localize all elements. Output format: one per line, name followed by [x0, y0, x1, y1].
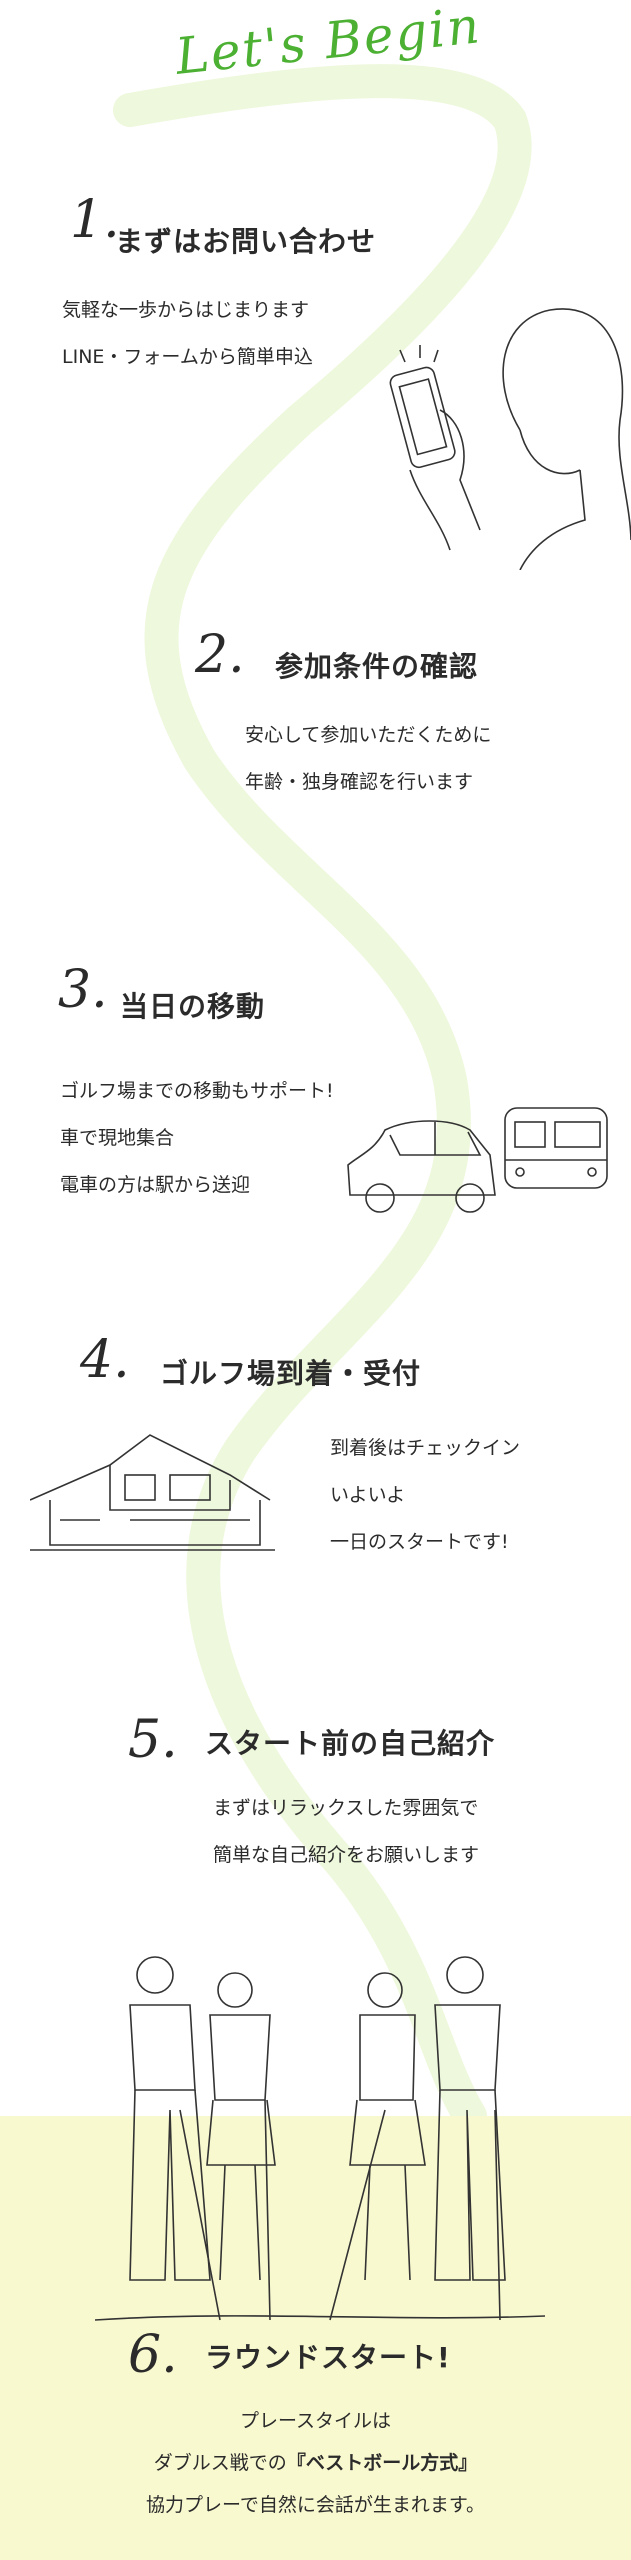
desc-line: プレースタイルは [239, 2410, 392, 2432]
clubhouse-illustration [30, 1434, 275, 1551]
desc-line: 車で現地集合 [60, 1127, 175, 1149]
footer-background [0, 2116, 631, 2560]
best-ball-emphasis: 『ベストボール方式』 [286, 2452, 478, 2474]
desc-line: LINE・フォームから簡単申込 [62, 346, 313, 368]
desc-line: 安心して参加いただくために [245, 724, 492, 746]
step-5-title: スタート前の自己紹介 [205, 1727, 496, 1760]
step-3-title: 当日の移動 [120, 990, 266, 1023]
desc-line: 簡単な自己紹介をお願いします [213, 1844, 480, 1866]
desc-line: 気軽な一歩からはじまります [62, 299, 310, 321]
step-4-desc: 到着後はチェックイン いよいよ 一日のスタートです! [330, 1425, 520, 1566]
step-2-desc: 安心して参加いただくために 年齢・独身確認を行います [245, 712, 491, 806]
desc-line: まずはリラックスした雰囲気で [213, 1797, 479, 1819]
step-6-title: ラウンドスタート! [205, 2341, 451, 2374]
desc-line: 電車の方は駅から送迎 [60, 1174, 251, 1196]
step-5-number: 5. [128, 1710, 178, 1770]
step-2-title: 参加条件の確認 [275, 650, 479, 683]
step-6-number: 6. [128, 2325, 178, 2385]
desc-line: 協力プレーで自然に会話が生まれます。 [146, 2494, 485, 2516]
step-1-number: 1. [70, 190, 120, 250]
step-4-title: ゴルフ場到着・受付 [160, 1357, 422, 1390]
step-1-desc: 気軽な一歩からはじまります LINE・フォームから簡単申込 [62, 287, 313, 381]
step-3-desc: ゴルフ場までの移動もサポート! 車で現地集合 電車の方は駅から送迎 [60, 1068, 334, 1209]
desc-line: ゴルフ場までの移動もサポート! [60, 1080, 334, 1102]
golfers-illustration [95, 1956, 545, 2321]
desc-line: 到着後はチェックイン [330, 1437, 521, 1459]
train-illustration [504, 1107, 608, 1189]
car-illustration [347, 1120, 496, 1213]
step-5-desc: まずはリラックスした雰囲気で 簡単な自己紹介をお願いします [213, 1785, 479, 1879]
step-6-desc: プレースタイルは ダブルス戦での『ベストボール方式』 協力プレーで自然に会話が生… [0, 2400, 631, 2526]
desc-line: 年齢・独身確認を行います [245, 771, 474, 793]
desc-text: ダブルス戦での [153, 2452, 287, 2474]
step-4-number: 4. [80, 1330, 130, 1390]
step-3-number: 3. [58, 960, 108, 1020]
desc-line: 一日のスタートです! [330, 1531, 509, 1553]
desc-line: いよいよ [330, 1484, 406, 1506]
woman-with-phone-illustration [389, 308, 631, 570]
step-2-number: 2. [195, 625, 245, 685]
step-1-title: まずはお問い合わせ [115, 225, 377, 258]
desc-line: ダブルス戦での『ベストボール方式』 [0, 2442, 631, 2484]
